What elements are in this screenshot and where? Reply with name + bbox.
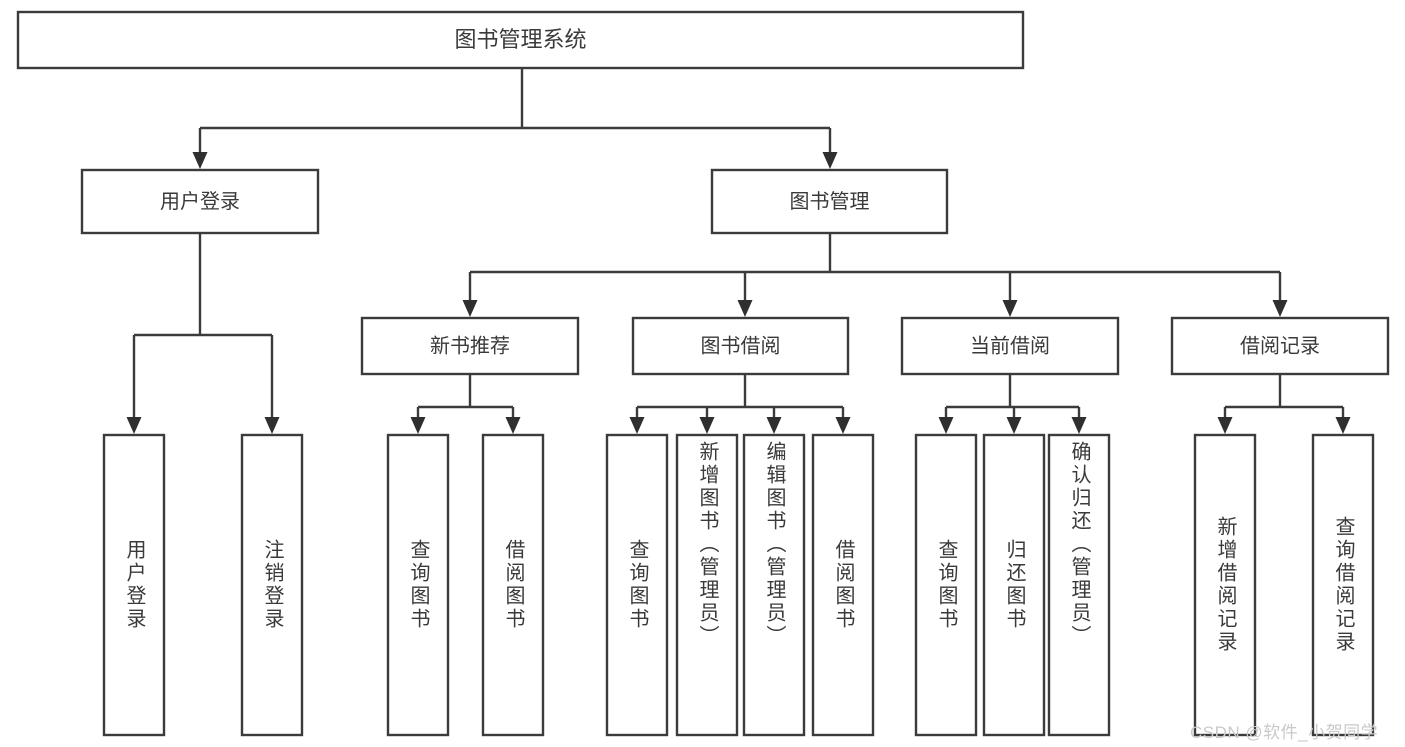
node-box-layer (16, 10, 1390, 737)
csdn-watermark: CSDN @软件_小贺同学 (1190, 723, 1379, 742)
node-box-user-login[interactable] (80, 168, 320, 235)
connector-layer (126, 68, 1351, 434)
connector-borrow-record-to-leaves (1217, 374, 1351, 434)
arrow-head-icon (1071, 417, 1087, 434)
arrow-head-icon (938, 417, 954, 434)
node-box-leaf-query-book-borrow[interactable] (605, 433, 669, 737)
arrow-head-icon (1335, 417, 1351, 434)
arrow-head-icon (462, 300, 478, 317)
node-box-leaf-edit-book-admin[interactable] (742, 433, 806, 737)
node-box-leaf-confirm-return-admin[interactable] (1047, 433, 1111, 737)
node-box-book-borrow[interactable] (631, 316, 850, 376)
node-label-book-borrow: 图书借阅 (701, 334, 781, 357)
connector-new-book-recommend-to-leaves (410, 374, 521, 434)
node-box-leaf-borrow-book-recommend[interactable] (481, 433, 545, 737)
node-box-leaf-query-book-current[interactable] (914, 433, 978, 737)
arrow-head-icon (264, 417, 280, 434)
node-label-new-book-recommend: 新书推荐 (430, 334, 510, 357)
connector-user-login-to-leaves (126, 233, 280, 434)
node-label-root: 图书管理系统 (454, 27, 586, 52)
node-label-user-login: 用户登录 (160, 190, 240, 213)
node-box-leaf-borrow-book[interactable] (811, 433, 875, 737)
arrow-head-icon (126, 417, 142, 434)
arrow-head-icon (699, 417, 715, 434)
node-box-root[interactable] (16, 10, 1025, 70)
node-box-new-book-recommend[interactable] (360, 316, 580, 376)
node-box-leaf-logout[interactable] (240, 433, 304, 737)
arrow-head-icon (835, 417, 851, 434)
connector-root-to-level1 (192, 68, 838, 169)
node-box-leaf-query-borrow-record[interactable] (1311, 433, 1375, 737)
arrow-head-icon (192, 152, 208, 169)
arrow-head-icon (1272, 300, 1288, 317)
arrow-head-icon (766, 417, 782, 434)
arrow-head-icon (1006, 417, 1022, 434)
arrow-head-icon (505, 417, 521, 434)
node-label-current-borrow: 当前借阅 (970, 334, 1050, 357)
connector-book-borrow-to-leaves (629, 374, 851, 434)
node-label-borrow-record: 借阅记录 (1240, 334, 1320, 357)
connector-current-borrow-to-leaves (938, 374, 1087, 434)
arrow-head-icon (822, 152, 838, 169)
arrow-head-icon (737, 300, 753, 317)
node-box-leaf-user-login[interactable] (102, 433, 166, 737)
arrow-head-icon (1002, 300, 1018, 317)
node-box-leaf-add-book-admin[interactable] (675, 433, 739, 737)
arrow-head-icon (1217, 417, 1233, 434)
node-box-leaf-query-book-recommend[interactable] (386, 433, 450, 737)
node-label-book-management: 图书管理 (790, 190, 870, 213)
connector-book-management-to-level2 (462, 233, 1288, 317)
node-box-leaf-return-book[interactable] (982, 433, 1046, 737)
node-box-book-management[interactable] (710, 168, 949, 235)
node-box-current-borrow[interactable] (900, 316, 1120, 376)
arrow-head-icon (410, 417, 426, 434)
node-box-leaf-add-borrow-record[interactable] (1193, 433, 1257, 737)
node-box-borrow-record[interactable] (1170, 316, 1390, 376)
arrow-head-icon (629, 417, 645, 434)
